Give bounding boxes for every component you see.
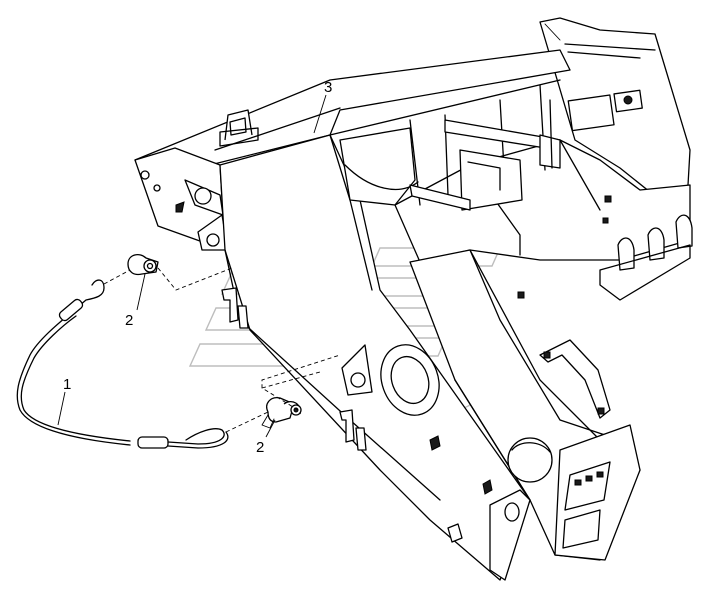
callout-label-frame: 3 (324, 79, 332, 96)
frame (134, 17, 693, 581)
callout-label-shackle-lower: 2 (256, 439, 264, 456)
callout-label-shackle-upper: 2 (125, 312, 133, 329)
assembly-lines (103, 267, 341, 433)
shackle-upper (127, 253, 159, 276)
callout-label-cable: 1 (63, 376, 71, 393)
leader-lines (57, 94, 327, 438)
shackle-lower (261, 397, 302, 429)
tow-cable (16, 279, 229, 449)
